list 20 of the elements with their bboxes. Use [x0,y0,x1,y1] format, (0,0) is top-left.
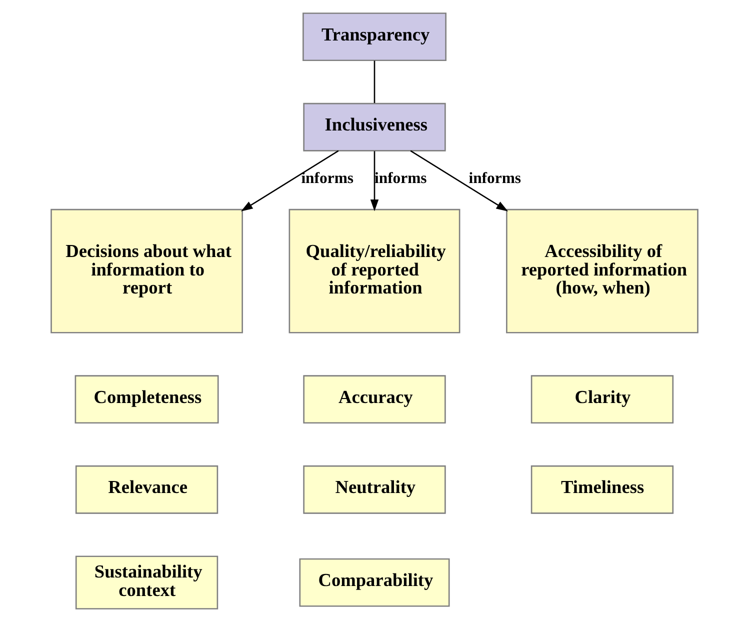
node-box: Decisions about what information to report [50,208,242,334]
edge-label: informs [300,170,354,187]
node-box: Neutrality [302,465,446,514]
node-box: Clarity [530,375,674,424]
node-box: Inclusiveness [302,102,446,152]
node-box: Accuracy [302,375,446,424]
arrow [370,151,378,212]
node-box: Accessibility of reported information (how, when) [506,208,698,334]
node-box: Relevance [74,465,218,514]
connector [373,60,375,103]
arrow [410,150,508,212]
arrow [240,150,338,212]
node-box: Transparency [302,12,446,62]
edge-label: informs [374,170,426,187]
node-box: Completeness [74,375,218,424]
node-box: Timeliness [530,465,674,514]
node-box: Quality/reliability of reported information [288,208,460,334]
edge-label: informs [468,170,521,187]
node-box: Sustainability context [74,556,218,610]
node-box: Comparability [298,558,450,607]
